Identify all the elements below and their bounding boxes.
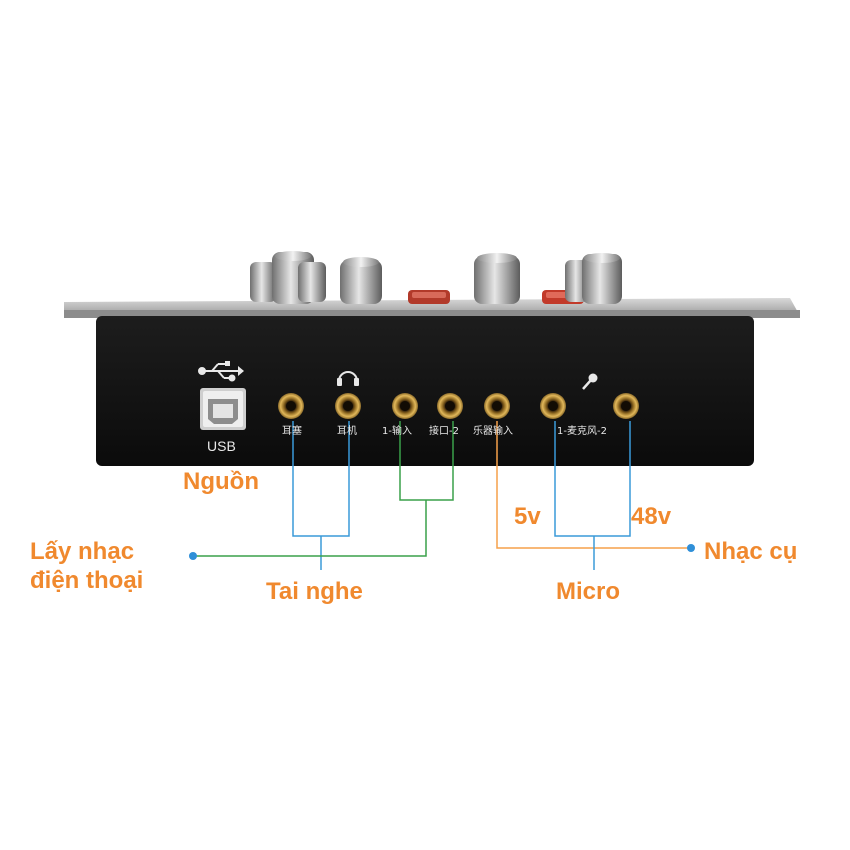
jack-label-port-2: 接口-2 [429,426,459,437]
jack-label-mic: 1-麦克风-2 [557,426,607,437]
label-micro: Micro [556,578,621,605]
label-phone-music-line1: Lấy nhạc [30,538,135,565]
label-phone-music-line2: điện thoại [30,567,144,594]
jack-label-instrument: 乐器输入 [473,426,513,437]
jack-input-1[interactable] [392,393,418,419]
label-mic-48v: 48v [631,503,672,530]
headphone-icon [337,371,359,386]
knob-group [250,251,622,304]
jack-earphone[interactable] [278,393,304,419]
knob[interactable] [250,251,326,304]
micro-connector [554,421,631,570]
device-front-panel [96,316,754,466]
jack-mic-1[interactable] [540,393,566,419]
label-headphones: Tai nghe [266,578,363,605]
instrument-connector [496,421,690,549]
instrument-endpoint [687,544,695,552]
phone-music-endpoint [189,552,197,560]
usb-port[interactable] [200,388,246,430]
jack-instrument[interactable] [484,393,510,419]
jack-label-headphone: 耳机 [337,426,357,437]
phone-music-connector [194,421,454,557]
jack-label-input-1: 1-输入 [382,426,412,437]
jack-mic-2[interactable] [613,393,639,419]
jack-headphone[interactable] [335,393,361,419]
label-power: Nguồn [183,468,259,495]
knob[interactable] [340,257,382,304]
usb-label: USB [207,438,236,454]
headphones-connector [292,421,350,570]
microphone-icon [582,373,598,390]
button-red[interactable] [408,290,450,304]
usb-icon [198,361,244,382]
label-mic-5v: 5v [514,503,541,530]
knob[interactable] [474,253,520,304]
jack-label-earphone: 耳塞 [282,426,302,437]
jack-port-2[interactable] [437,393,463,419]
label-instrument: Nhạc cụ [704,538,798,565]
knob[interactable] [565,253,622,304]
